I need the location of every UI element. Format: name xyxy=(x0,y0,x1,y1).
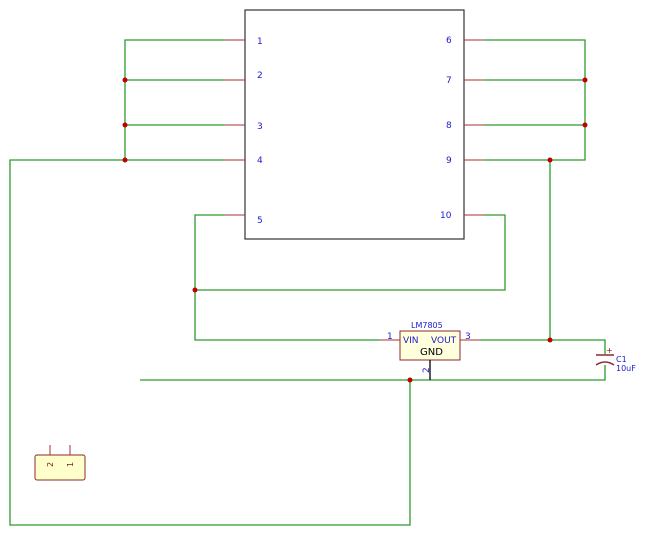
capacitor-ref: C1 xyxy=(616,355,627,364)
regulator-pin-vout: 3 xyxy=(465,332,471,342)
ic-pin-6: 6 xyxy=(446,36,452,46)
capacitor-value: 10uF xyxy=(616,364,636,373)
ic-pin-4: 4 xyxy=(257,156,263,166)
wire-right-bus[interactable] xyxy=(484,39,586,161)
capacitor-c1[interactable] xyxy=(595,354,615,366)
regulator-pin-vin: 1 xyxy=(387,332,393,342)
wire-ground-rail[interactable] xyxy=(140,365,606,381)
ic-pin-2: 2 xyxy=(257,71,263,81)
regulator-lm7805[interactable] xyxy=(380,330,480,380)
ic-pin-10: 10 xyxy=(440,211,452,221)
regulator-gnd-label: GND xyxy=(420,347,443,358)
ic-pin-5: 5 xyxy=(257,216,263,226)
wire-pin5-vin[interactable] xyxy=(194,214,380,341)
wire-pin4-ground-loop[interactable] xyxy=(9,159,411,526)
regulator-pin-gnd: 2 xyxy=(422,367,432,373)
regulator-vin-label: VIN xyxy=(403,336,419,346)
ic-pin-stubs xyxy=(225,39,484,216)
ic-pin-1: 1 xyxy=(257,37,263,47)
capacitor-polarity: + xyxy=(606,346,613,355)
wire-left-bus[interactable] xyxy=(124,39,225,161)
regulator-name: LM7805 xyxy=(411,321,443,330)
wire-vout-cap[interactable] xyxy=(480,339,606,354)
regulator-vout-label: VOUT xyxy=(431,336,457,346)
connector-pin-1: 1 xyxy=(66,462,75,467)
ic-pin-7: 7 xyxy=(446,76,452,86)
ic-pin-9: 9 xyxy=(446,156,452,166)
ic-body[interactable] xyxy=(244,9,465,240)
wire-pin10-loop[interactable] xyxy=(195,214,506,291)
junction-dots xyxy=(122,77,588,383)
connector-pin-2: 2 xyxy=(46,462,55,467)
ic-pin-3: 3 xyxy=(257,122,263,132)
connector-2pin[interactable] xyxy=(34,445,86,481)
ic-pin-8: 8 xyxy=(446,121,452,131)
